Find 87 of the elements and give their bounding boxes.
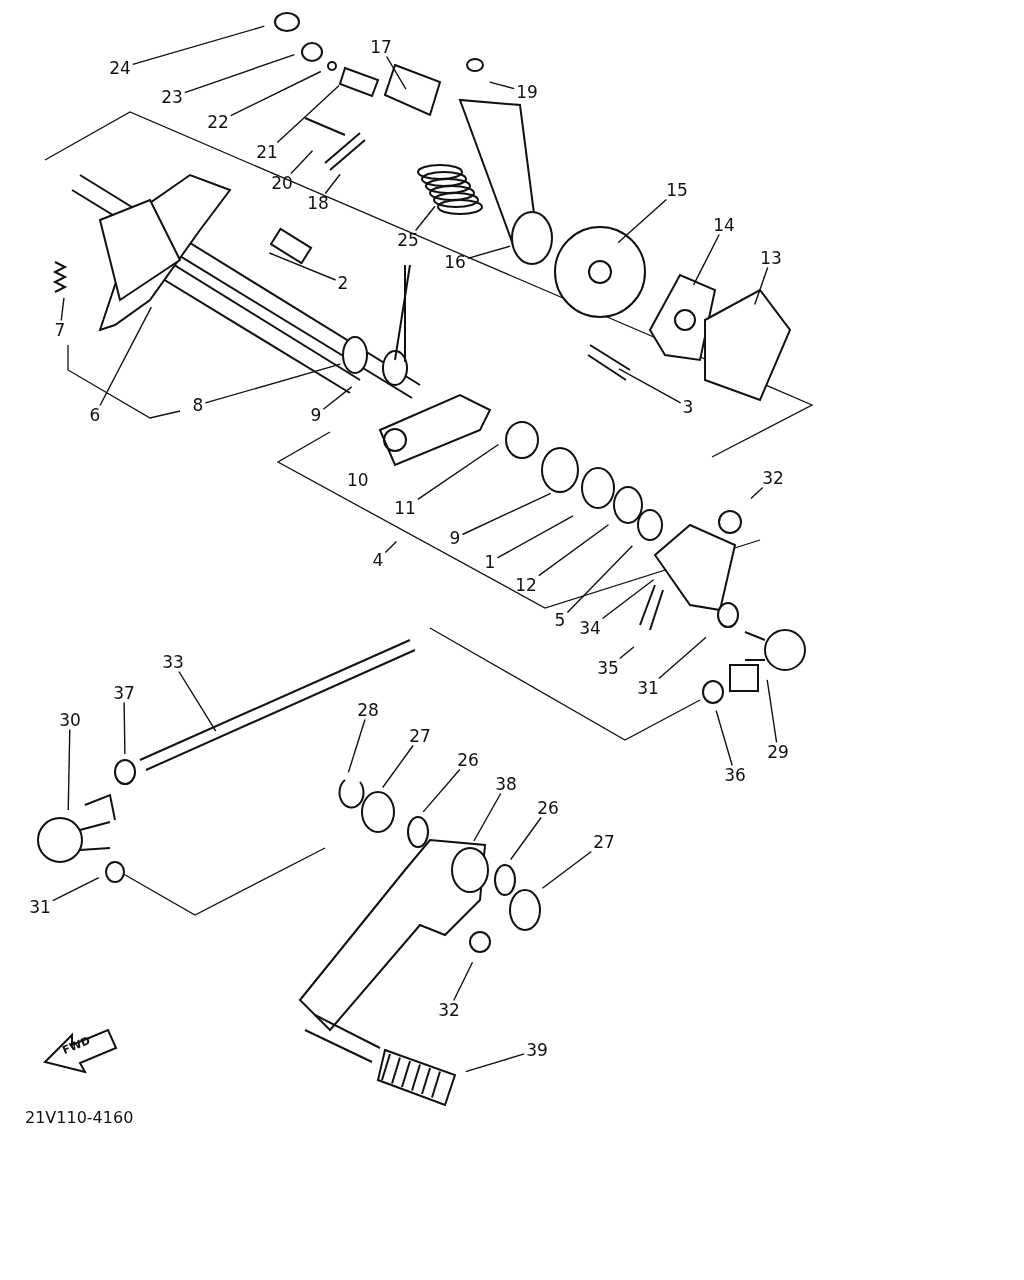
callout-number: 10: [347, 472, 369, 489]
leader-line: [754, 266, 769, 306]
leader-line: [658, 636, 707, 680]
callout-number: 31: [29, 898, 51, 916]
callout-number: 33: [162, 653, 184, 671]
leader-line: [322, 386, 353, 410]
leader-line: [204, 363, 341, 404]
callout-number: 19: [516, 83, 538, 101]
callout-number: 4: [372, 551, 384, 569]
leader-line: [619, 646, 635, 660]
leader-line: [52, 876, 100, 902]
leader-line: [178, 670, 217, 732]
leader-line: [184, 53, 296, 94]
leader-line: [417, 443, 500, 500]
callout-number: 39: [526, 1041, 548, 1059]
callout-number: 35: [597, 659, 619, 677]
callout-number: 24: [109, 59, 131, 77]
callout-number: 23: [161, 88, 183, 106]
drawing-code: 21V110-4160: [25, 1110, 134, 1126]
leader-line: [382, 744, 414, 789]
callout-number: 2: [337, 274, 349, 292]
leader-line: [276, 84, 340, 144]
callout-number: 32: [438, 1001, 460, 1019]
leader-line: [538, 524, 610, 577]
callout-number: 38: [495, 775, 517, 793]
callout-number: 29: [767, 743, 789, 761]
callout-number: 30: [59, 711, 81, 729]
callout-number: 36: [724, 766, 746, 784]
callout-number: 37: [113, 684, 135, 702]
leader-line: [324, 173, 341, 195]
leader-line: [230, 70, 322, 117]
callout-number: 25: [397, 231, 419, 249]
callout-number: 14: [713, 216, 735, 234]
callout-number: 18: [307, 194, 329, 212]
leader-line: [453, 961, 474, 1002]
leader-line: [692, 233, 720, 286]
leader-line: [67, 728, 71, 811]
callout-number: 26: [537, 799, 559, 817]
leader-line: [489, 81, 515, 90]
callout-number: 6: [89, 406, 101, 424]
leader-line: [461, 492, 552, 536]
leader-line: [617, 198, 668, 244]
callout-number: 27: [409, 727, 431, 745]
callout-number: 32: [762, 469, 784, 487]
leader-line: [347, 718, 366, 774]
callout-number: 34: [579, 619, 601, 637]
callout-number: 11: [394, 499, 416, 517]
callout-number: 9: [449, 529, 461, 547]
callout-number: 13: [760, 249, 782, 267]
callout-number: 12: [515, 576, 537, 594]
callout-number: 20: [271, 174, 293, 192]
leader-line: [715, 710, 733, 767]
callout-number: 9: [310, 406, 322, 424]
leader-line: [467, 245, 511, 259]
callout-number: 16: [444, 253, 466, 271]
leader-line: [99, 306, 152, 407]
callout-number: 27: [593, 833, 615, 851]
leader-line: [132, 25, 265, 65]
leader-line: [566, 545, 634, 614]
callout-number: 21: [256, 143, 278, 161]
leader-line: [465, 1053, 525, 1073]
callout-number: 26: [457, 751, 479, 769]
leader-line: [766, 679, 778, 744]
leader-line: [60, 297, 65, 322]
leader-line: [618, 368, 682, 404]
leader-line: [422, 768, 461, 813]
leader-line: [601, 579, 655, 620]
callout-number: 1: [484, 553, 496, 571]
callout-number: 8: [192, 396, 204, 414]
callout-number: 31: [637, 679, 659, 697]
leader-line: [510, 816, 542, 861]
leader-line: [541, 850, 592, 889]
callout-number: 17: [370, 38, 392, 56]
leader-line: [123, 701, 126, 755]
leader-line: [290, 150, 314, 175]
callout-number: 5: [554, 611, 566, 629]
leader-line: [414, 205, 436, 232]
callout-number: 7: [54, 321, 66, 339]
leader-line: [384, 540, 398, 554]
callout-number: 28: [357, 701, 379, 719]
callout-number: 15: [666, 181, 688, 199]
leader-line: [473, 792, 502, 842]
callout-number: 22: [207, 113, 229, 131]
leader-line: [750, 486, 764, 500]
leader-line: [496, 515, 574, 559]
leader-line: [268, 252, 337, 281]
callout-number: 3: [682, 398, 694, 416]
